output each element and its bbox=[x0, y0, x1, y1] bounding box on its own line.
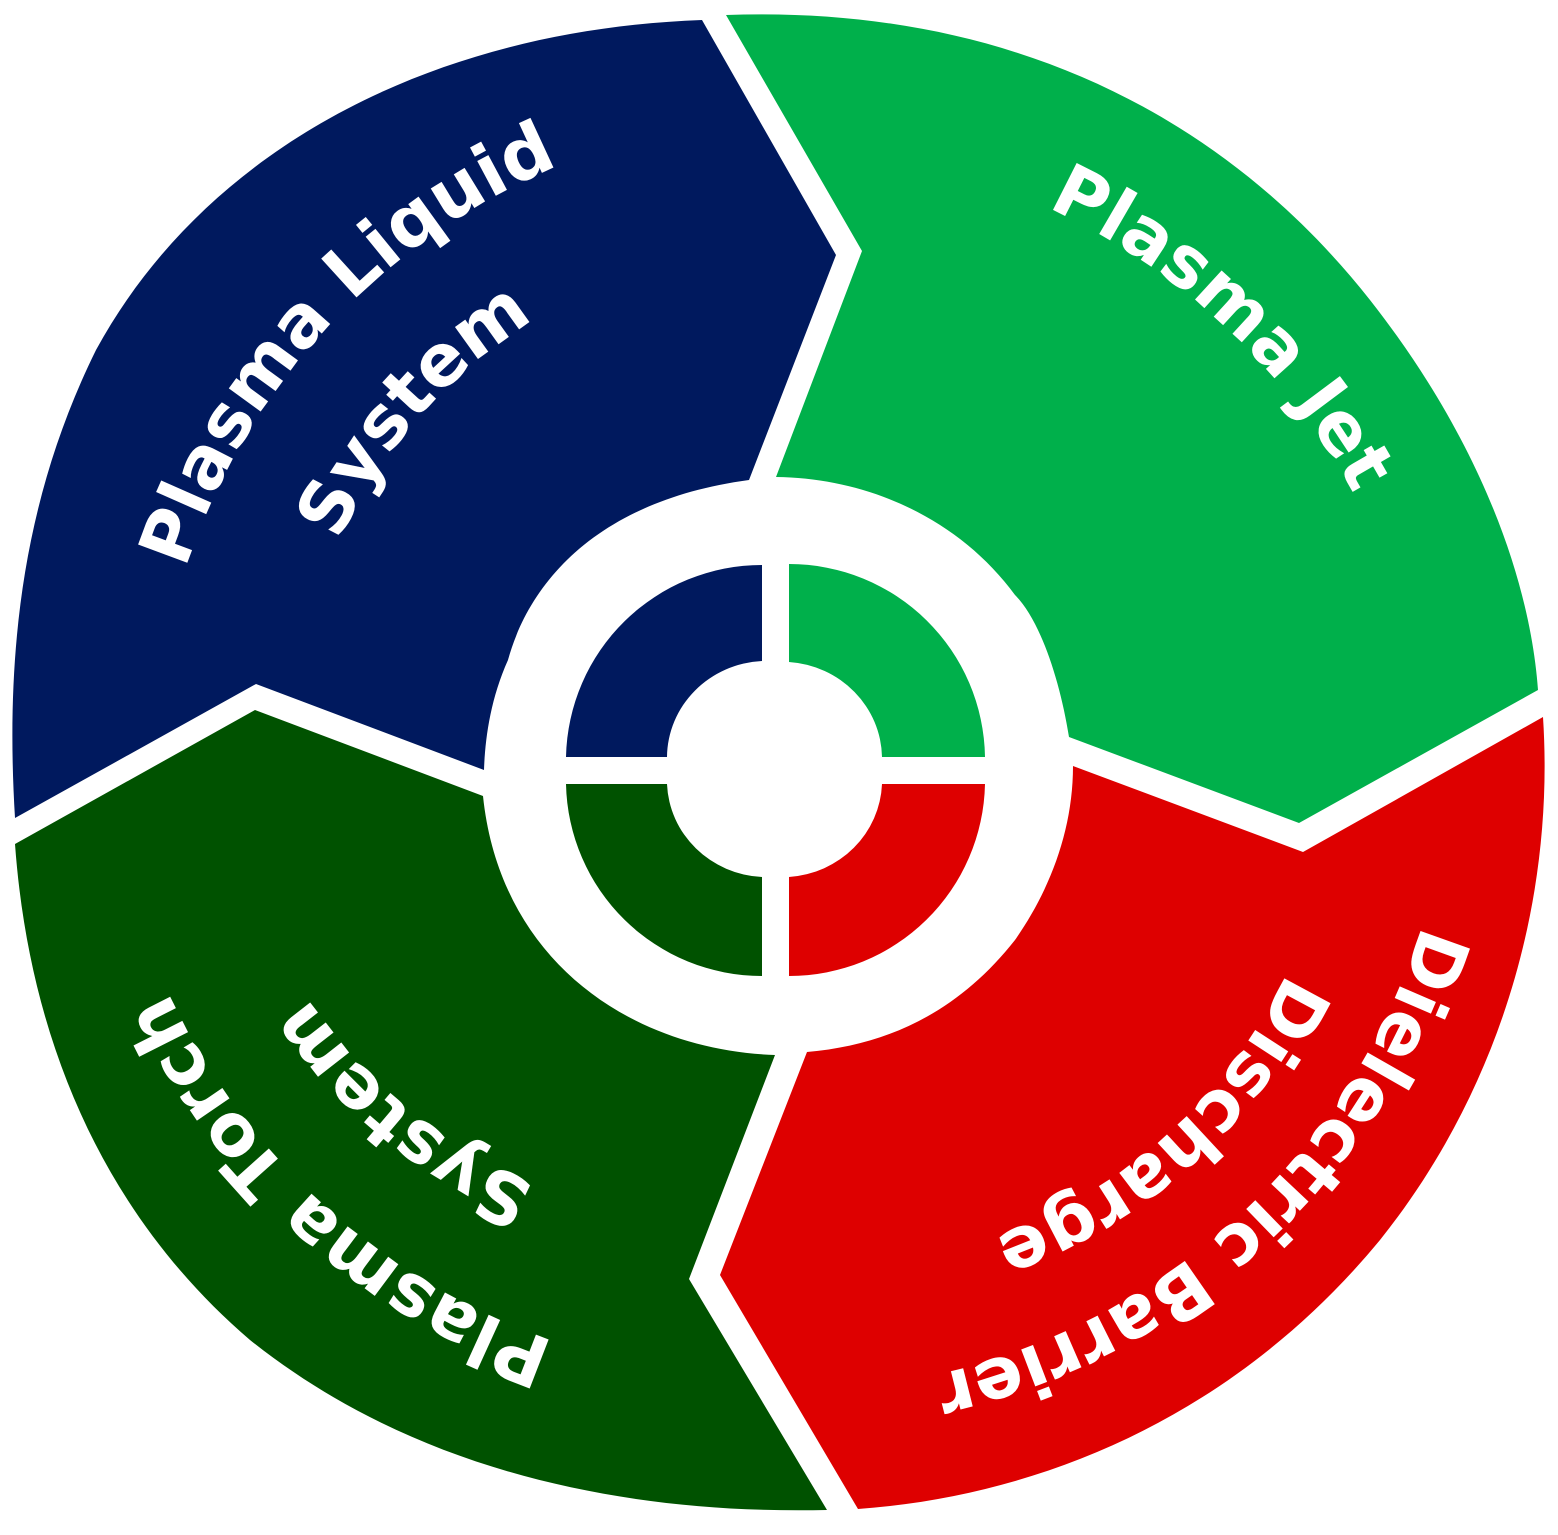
segment-plasma-torch-system bbox=[15, 710, 827, 1511]
segment-dielectric-barrier-discharge bbox=[720, 717, 1545, 1509]
inner-quadrant-plasma-liquid-system bbox=[566, 565, 762, 757]
segment-plasma-liquid-system bbox=[12, 20, 836, 818]
inner-quadrant-plasma-torch-system bbox=[566, 784, 762, 976]
inner-quadrant-plasma-jet bbox=[789, 564, 985, 757]
inner-quadrant-dielectric-barrier-discharge bbox=[789, 784, 985, 976]
segment-plasma-jet bbox=[726, 14, 1538, 824]
